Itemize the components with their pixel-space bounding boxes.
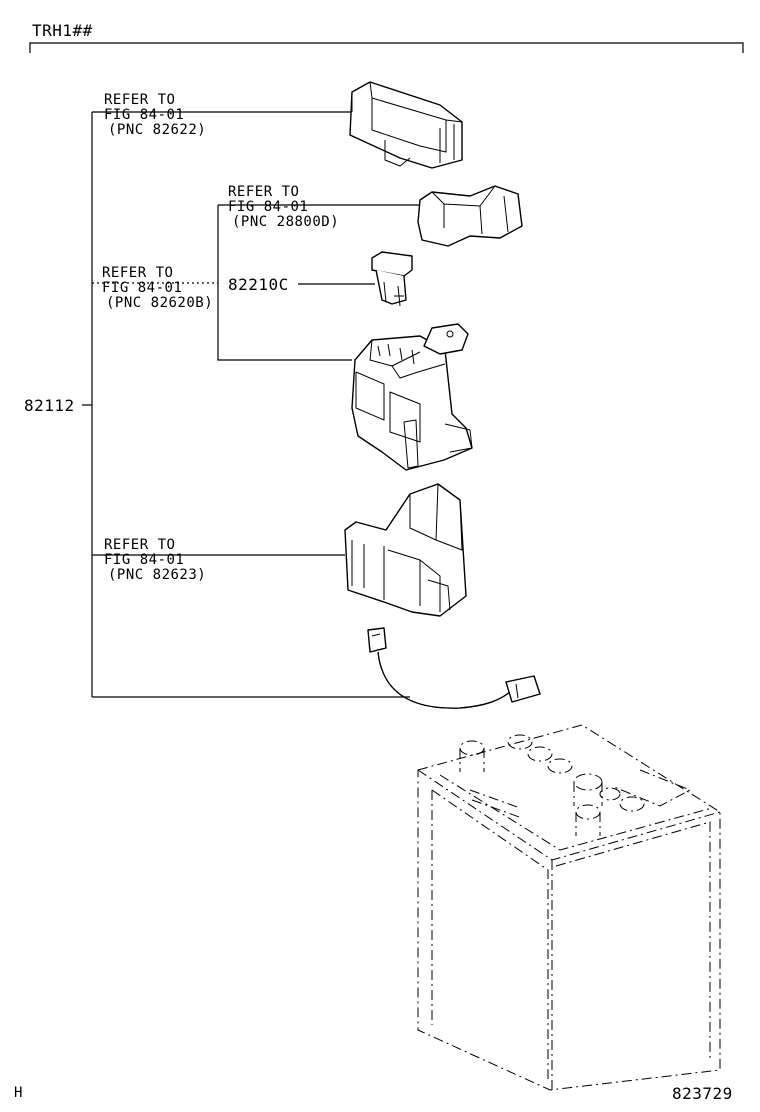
relay-block-part — [351, 323, 473, 471]
callout-82622-line3: (PNC 82622) — [108, 122, 206, 138]
part-number-82210c: 82210C — [228, 275, 289, 294]
callout-82623-line3: (PNC 82623) — [108, 567, 206, 583]
callout-82622-line1: REFER TO — [104, 92, 175, 108]
illustration-number: 823729 — [672, 1084, 733, 1103]
fusible-link-part — [371, 251, 413, 307]
footer-left-mark: H — [14, 1085, 23, 1101]
header-rule — [29, 42, 744, 53]
callout-82623-line1: REFER TO — [104, 537, 175, 553]
fuse-cap-part — [417, 185, 523, 247]
callout-82620b-line3: (PNC 82620B) — [106, 295, 213, 311]
part-number-82112: 82112 — [24, 396, 75, 415]
callout-28800d-line1: REFER TO — [228, 184, 299, 200]
callout-28800d-line2: FIG 84-01 — [228, 199, 308, 215]
bracket-28800d — [217, 205, 352, 361]
callout-82620b-line2: FIG 84-01 — [102, 280, 182, 296]
callout-82623-line2: FIG 84-01 — [104, 552, 184, 568]
battery-outline — [417, 724, 721, 1091]
lower-case-part — [344, 483, 467, 617]
relay-cover-part — [349, 81, 463, 169]
model-code-label: TRH1## — [32, 21, 93, 40]
callout-28800d-line3: (PNC 28800D) — [232, 214, 339, 230]
connector-wire-part — [367, 627, 541, 709]
callout-82622-line2: FIG 84-01 — [104, 107, 184, 123]
callout-82620b-line1: REFER TO — [102, 265, 173, 281]
